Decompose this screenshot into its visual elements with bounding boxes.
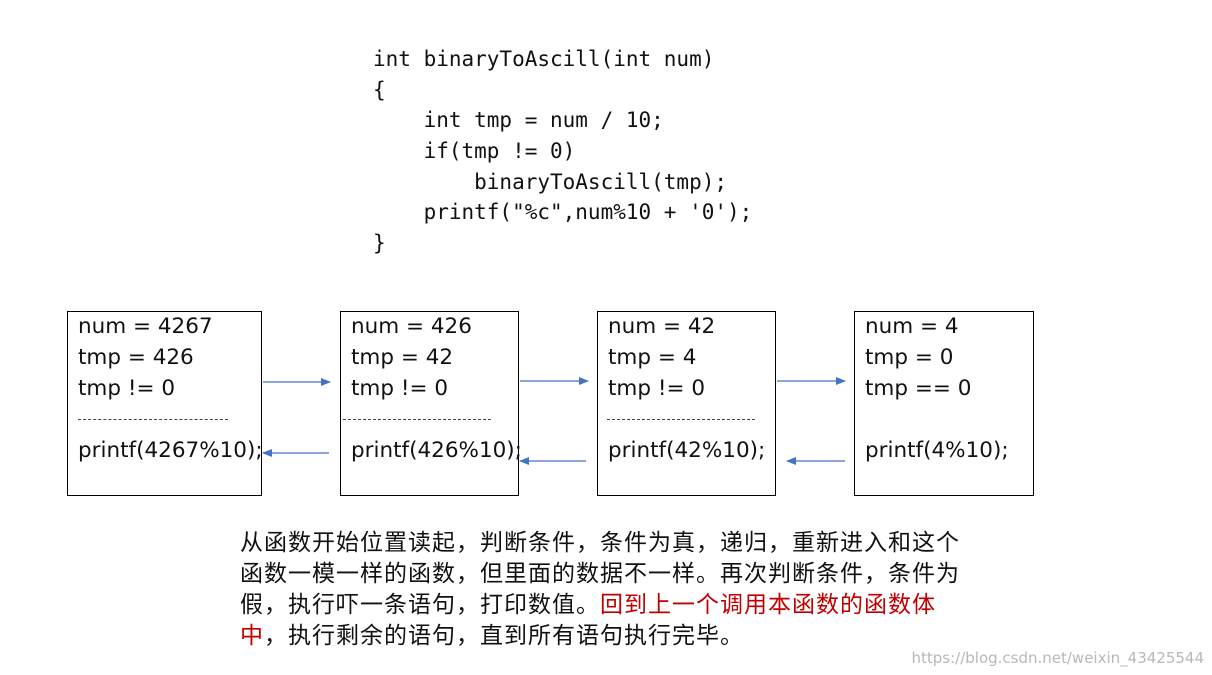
code-line: int tmp = num / 10; — [373, 108, 664, 133]
divider — [343, 419, 491, 420]
explanation-highlight: 回到上一个调用本函数的函数体中 — [240, 592, 936, 649]
condition: tmp != 0 — [608, 376, 706, 401]
printf-call: printf(426%10); — [351, 438, 522, 463]
tmp-value: tmp = 42 — [351, 345, 454, 370]
code-line: { — [373, 77, 386, 102]
call-frame-box-2: num = 426 tmp = 42 tmp != 0 printf(426%1… — [340, 311, 522, 496]
code-line: int binaryToAscill(int num) — [373, 47, 715, 71]
tmp-value: tmp = 426 — [78, 345, 194, 370]
call-frame-box-3: num = 42 tmp = 4 tmp != 0 printf(42%10); — [597, 311, 776, 496]
condition: tmp == 0 — [865, 376, 972, 401]
printf-call: printf(42%10); — [608, 438, 766, 463]
watermark: https://blog.csdn.net/weixin_43425544 — [911, 649, 1204, 667]
code-line: if(tmp != 0) — [373, 139, 576, 164]
code-line: printf("%c",num%10 + '0'); — [373, 200, 753, 225]
num-value: num = 426 — [351, 314, 472, 339]
call-frame-box-4: num = 4 tmp = 0 tmp == 0 printf(4%10); — [854, 311, 1034, 496]
printf-call: printf(4267%10); — [78, 438, 263, 463]
explanation-tail: ，执行剩余的语句，直到所有语句执行完毕。 — [264, 623, 744, 649]
explanation-text: 从函数开始位置读起，判断条件，条件为真，递归，重新进入和这个函数一模一样的函数，… — [240, 528, 980, 652]
num-value: num = 4 — [865, 314, 959, 339]
tmp-value: tmp = 0 — [865, 345, 954, 370]
tmp-value: tmp = 4 — [608, 345, 697, 370]
call-frame-box-1: num = 4267 tmp = 426 tmp != 0 printf(426… — [67, 311, 263, 496]
divider — [607, 419, 755, 420]
num-value: num = 42 — [608, 314, 716, 339]
explanation-main: 从函数开始位置读起，判断条件，条件为真，递归，重新进入和这个函数一模一样的函数，… — [240, 530, 960, 618]
code-line: binaryToAscill(tmp); — [373, 169, 728, 194]
divider — [78, 419, 228, 420]
condition: tmp != 0 — [78, 376, 176, 401]
condition: tmp != 0 — [351, 376, 449, 401]
code-line: } — [373, 231, 386, 256]
num-value: num = 4267 — [78, 314, 213, 339]
printf-call: printf(4%10); — [865, 438, 1009, 463]
code-snippet: int binaryToAscill(int num) { int tmp = n… — [373, 44, 752, 259]
